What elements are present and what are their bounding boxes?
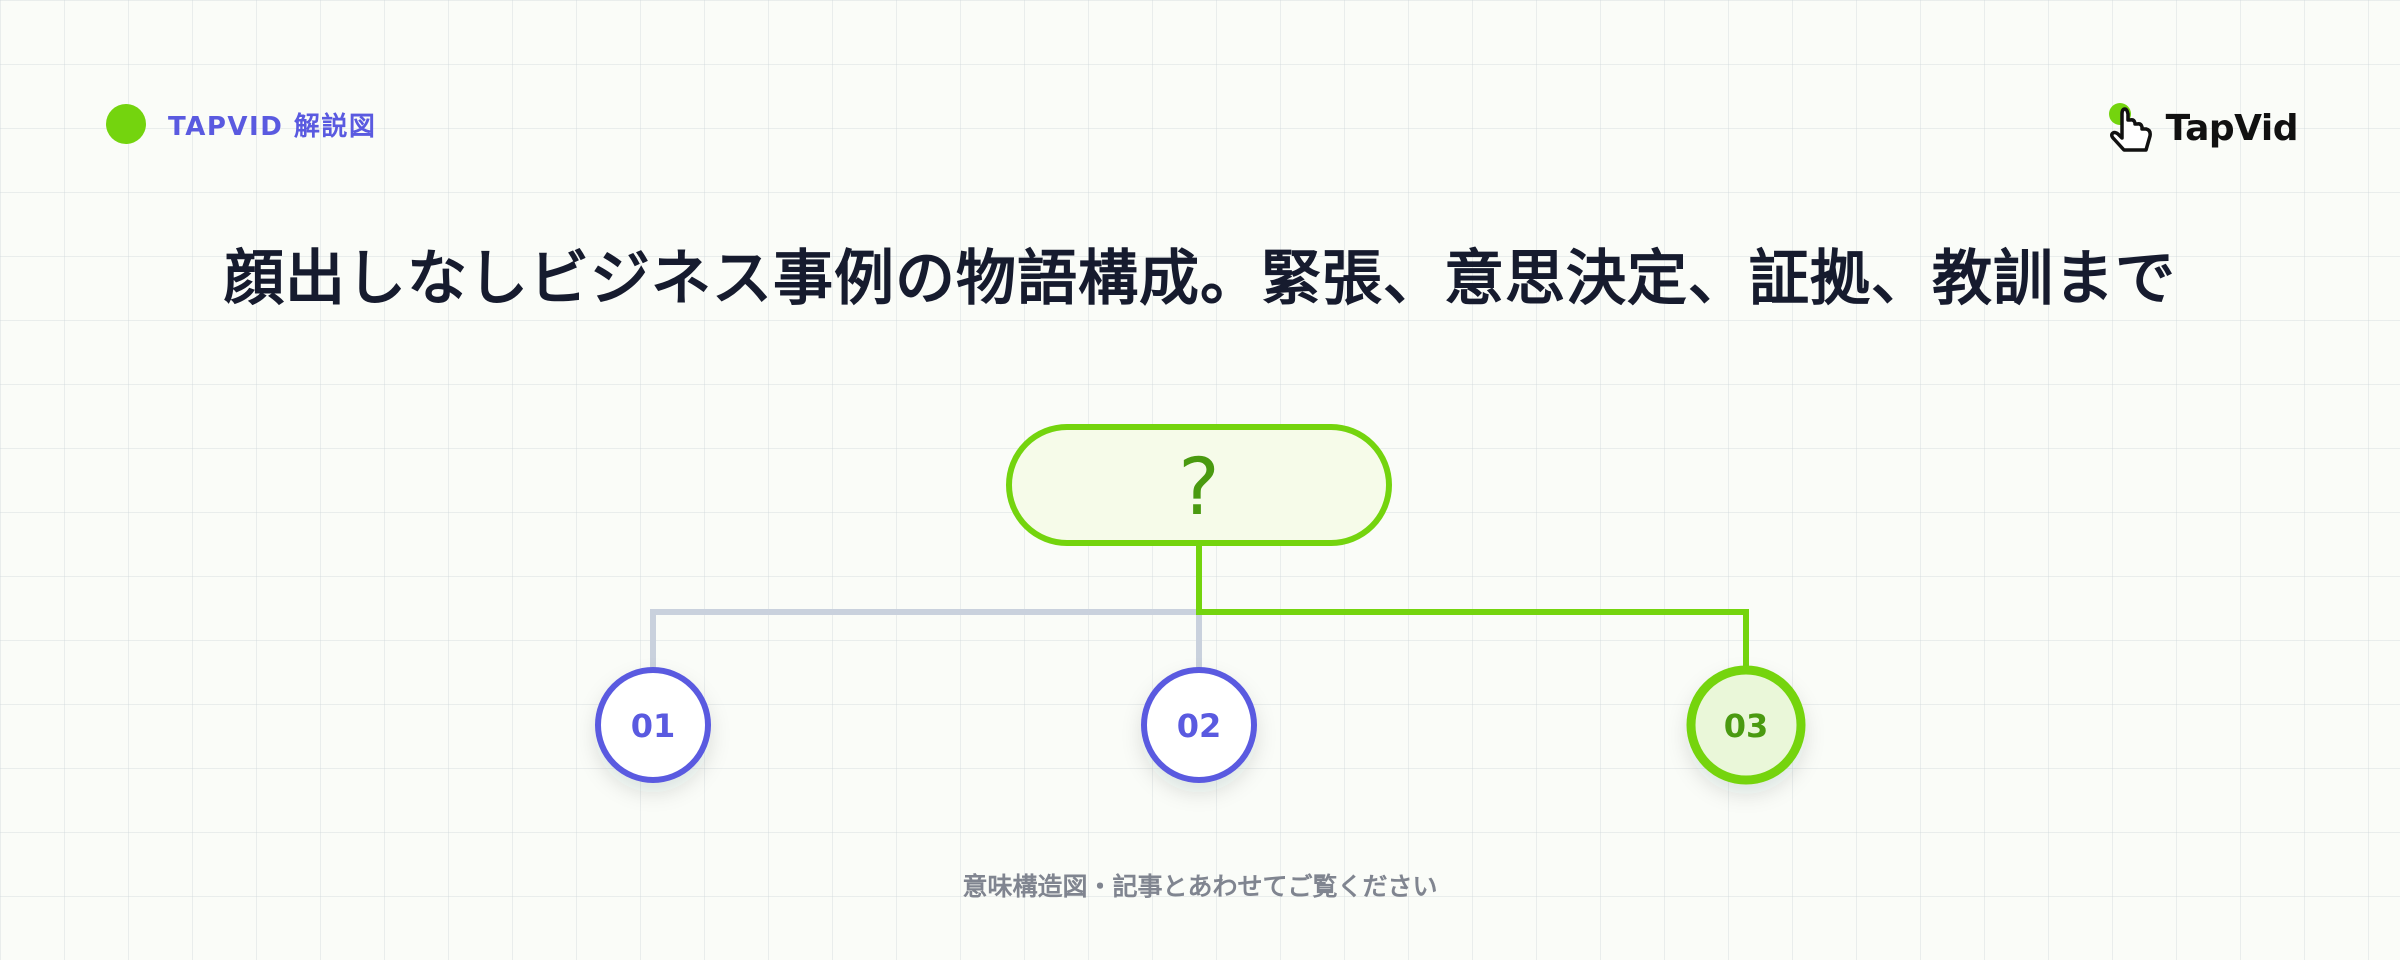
child-node-02-label: 02 <box>1177 707 1222 745</box>
child-node-01[interactable] <box>595 667 711 783</box>
child-node-03-label: 03 <box>1724 707 1769 745</box>
brand-dot-icon <box>106 104 146 144</box>
tapvid-logo[interactable]: TapVid <box>2106 100 2299 156</box>
connector-root-to-01 <box>650 609 1199 669</box>
root-node[interactable]: ? <box>1006 424 1392 546</box>
page-title: 顔出しなしビジネス事例の物語構成。緊張、意思決定、証拠、教訓まで <box>224 244 2176 314</box>
child-node-01-label: 01 <box>631 707 676 745</box>
brand-tag: TAPVID 解説図 <box>106 103 376 145</box>
root-node-label: ? <box>1178 443 1219 533</box>
child-node-03[interactable] <box>1686 665 1806 785</box>
footer-caption: 意味構造図・記事とあわせてご覧ください <box>962 872 1438 901</box>
tap-hand-icon <box>2108 103 2152 152</box>
brand-tag-label: TAPVID 解説図 <box>168 111 377 142</box>
logo-text: TapVid <box>2165 107 2299 149</box>
connector-root-to-03 <box>1196 544 1749 669</box>
child-node-02[interactable] <box>1141 667 1257 783</box>
